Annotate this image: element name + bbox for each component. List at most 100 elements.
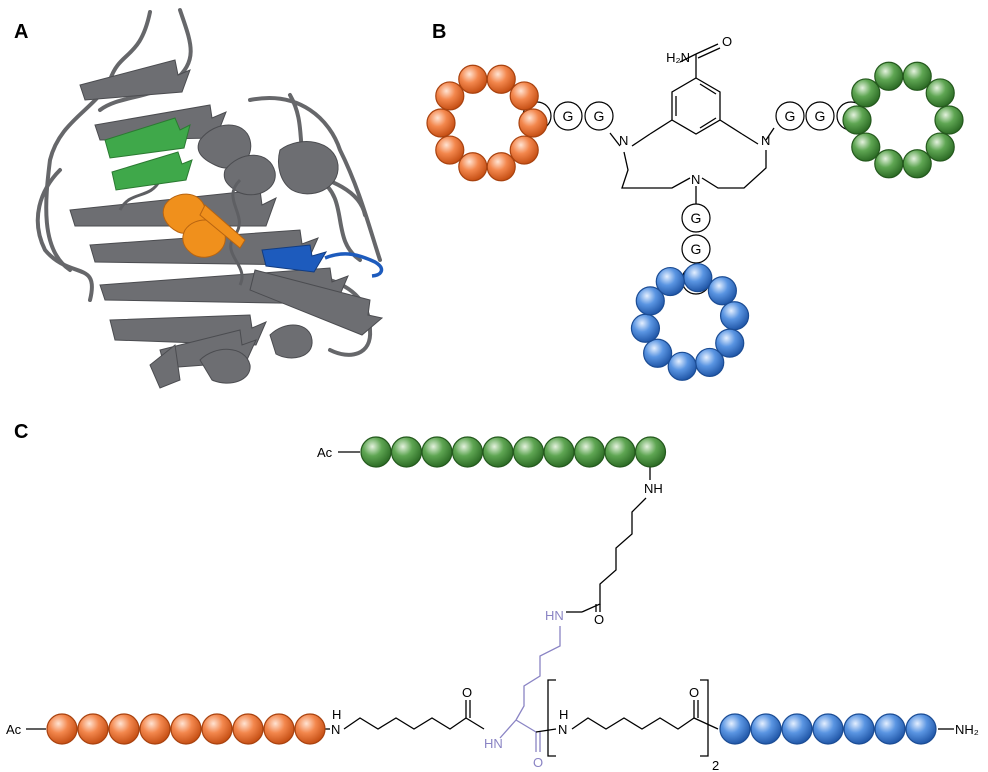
green-ring-bead	[874, 149, 904, 179]
orange-chain-bead	[77, 713, 109, 745]
o-repeat-label: O	[689, 685, 699, 700]
right-arm-residue: G	[775, 101, 805, 131]
blue-ring-bead	[630, 313, 661, 343]
green-ring-bead	[851, 132, 881, 162]
green-chain-bead	[573, 436, 606, 468]
o-lys-label: O	[533, 755, 543, 770]
blue-ring-bead	[683, 263, 713, 293]
orange-ring-bead	[486, 152, 516, 182]
left-arm-residue: G	[584, 101, 614, 131]
green-chain-bead	[604, 436, 636, 468]
blue-ring-bead	[655, 266, 685, 297]
bottom-arm-residue-letter: G	[691, 241, 702, 257]
green-chain-bead	[512, 436, 545, 468]
orange-chain-bead	[201, 713, 233, 745]
blue-ring-bead	[667, 351, 697, 381]
left-arm-residue-letter: G	[594, 108, 605, 124]
left-arm-residue-circle	[553, 101, 583, 131]
blue-ring-bead	[643, 338, 673, 368]
amide-o-label: O	[722, 34, 732, 49]
blue-chain-bead	[874, 713, 906, 745]
n-left-label: N	[619, 133, 628, 148]
panel-label-b: B	[432, 21, 446, 43]
orange-ring-bead	[509, 81, 539, 111]
nh2-label: NH₂	[955, 722, 979, 737]
green-chain-bead	[360, 436, 392, 468]
bottom-arm-residue: G	[681, 203, 711, 233]
orange-ring-bead	[458, 152, 488, 182]
bottom-arm-residue-circle	[681, 234, 711, 264]
blue-chain-bead	[843, 713, 875, 745]
n-bottom-label: N	[691, 172, 700, 187]
n-left-label-c: N	[331, 722, 340, 737]
green-chain-bead	[390, 436, 423, 468]
o-left-label-c: O	[462, 685, 472, 700]
bottom-arm-residue-circle	[681, 203, 711, 233]
panel-label-a: A	[14, 21, 28, 43]
blue-chain-bead	[719, 713, 751, 745]
green-ring-bead	[874, 61, 904, 91]
panel-label-c: C	[14, 421, 28, 443]
ac-top-label: Ac	[317, 445, 333, 460]
orange-ring-bead	[518, 108, 548, 138]
blue-ring-bead	[695, 347, 725, 378]
panel-b-peptide-rings	[426, 61, 964, 381]
orange-ring-bead	[435, 135, 465, 165]
blue-ring-bead	[715, 328, 745, 358]
orange-chain-bead	[232, 713, 264, 745]
blue-ring-bead	[719, 301, 750, 331]
orange-chain-bead	[263, 713, 295, 745]
orange-chain-bead	[46, 713, 78, 745]
bottom-arm-residue: G	[681, 234, 711, 264]
panel-b-structure: H₂N O N N N	[609, 34, 775, 204]
blue-chain-bead	[812, 713, 844, 745]
h-repeat-label: H	[559, 707, 568, 722]
right-arm-residue: G	[805, 101, 835, 131]
green-ring-bead	[842, 105, 872, 135]
orange-ring-bead	[509, 135, 539, 165]
n-repeat-label: N	[558, 722, 567, 737]
green-ring-bead	[925, 78, 955, 108]
orange-ring-bead	[426, 108, 456, 138]
right-arm-residue-circle	[805, 101, 835, 131]
green-chain-bead	[543, 436, 575, 468]
green-ring-bead	[934, 105, 964, 135]
blue-ring-bead	[635, 286, 665, 316]
n-right-label: N	[761, 133, 770, 148]
right-arm-residue-letter: G	[785, 108, 796, 124]
left-arm-residue: G	[553, 101, 583, 131]
green-ring-bead	[925, 132, 955, 162]
green-chain-bead	[634, 436, 667, 468]
h-left-label-c: H	[332, 707, 341, 722]
blue-ring-bead	[707, 276, 737, 306]
green-chain-bead	[451, 436, 484, 468]
blue-chain-bead	[905, 713, 937, 745]
panel-c-peptide-chains	[46, 436, 937, 745]
right-arm-residue-letter: G	[815, 108, 826, 124]
protein-ribbon-icon	[35, 8, 384, 389]
hn-lys-label: HN	[484, 736, 503, 751]
green-chain-bead	[421, 436, 453, 468]
blue-chain-bead	[781, 713, 813, 745]
panel-c-structure: Ac NH O HN Ac N H O HN O N H	[6, 445, 979, 772]
right-arm-residue-circle	[775, 101, 805, 131]
o-mid-label: O	[594, 612, 604, 627]
orange-ring-bead	[458, 64, 488, 94]
blue-chain-bead	[750, 713, 782, 745]
orange-chain-bead	[108, 713, 140, 745]
green-ring-bead	[851, 78, 881, 108]
orange-ring-bead	[486, 64, 516, 94]
orange-chain-bead	[294, 713, 326, 745]
green-ring-bead	[902, 149, 932, 179]
green-chain-bead	[482, 436, 514, 468]
orange-ring-bead	[435, 81, 465, 111]
ac-bottom-label: Ac	[6, 722, 22, 737]
orange-chain-bead	[139, 713, 171, 745]
green-ring-bead	[902, 61, 932, 91]
hn-mid-label: HN	[545, 608, 564, 623]
repeat-count-label: 2	[712, 758, 719, 772]
nh-top-label: NH	[644, 481, 663, 496]
left-arm-residue-circle	[584, 101, 614, 131]
orange-chain-bead	[170, 713, 202, 745]
amide-h2n-label: H₂N	[666, 50, 690, 65]
